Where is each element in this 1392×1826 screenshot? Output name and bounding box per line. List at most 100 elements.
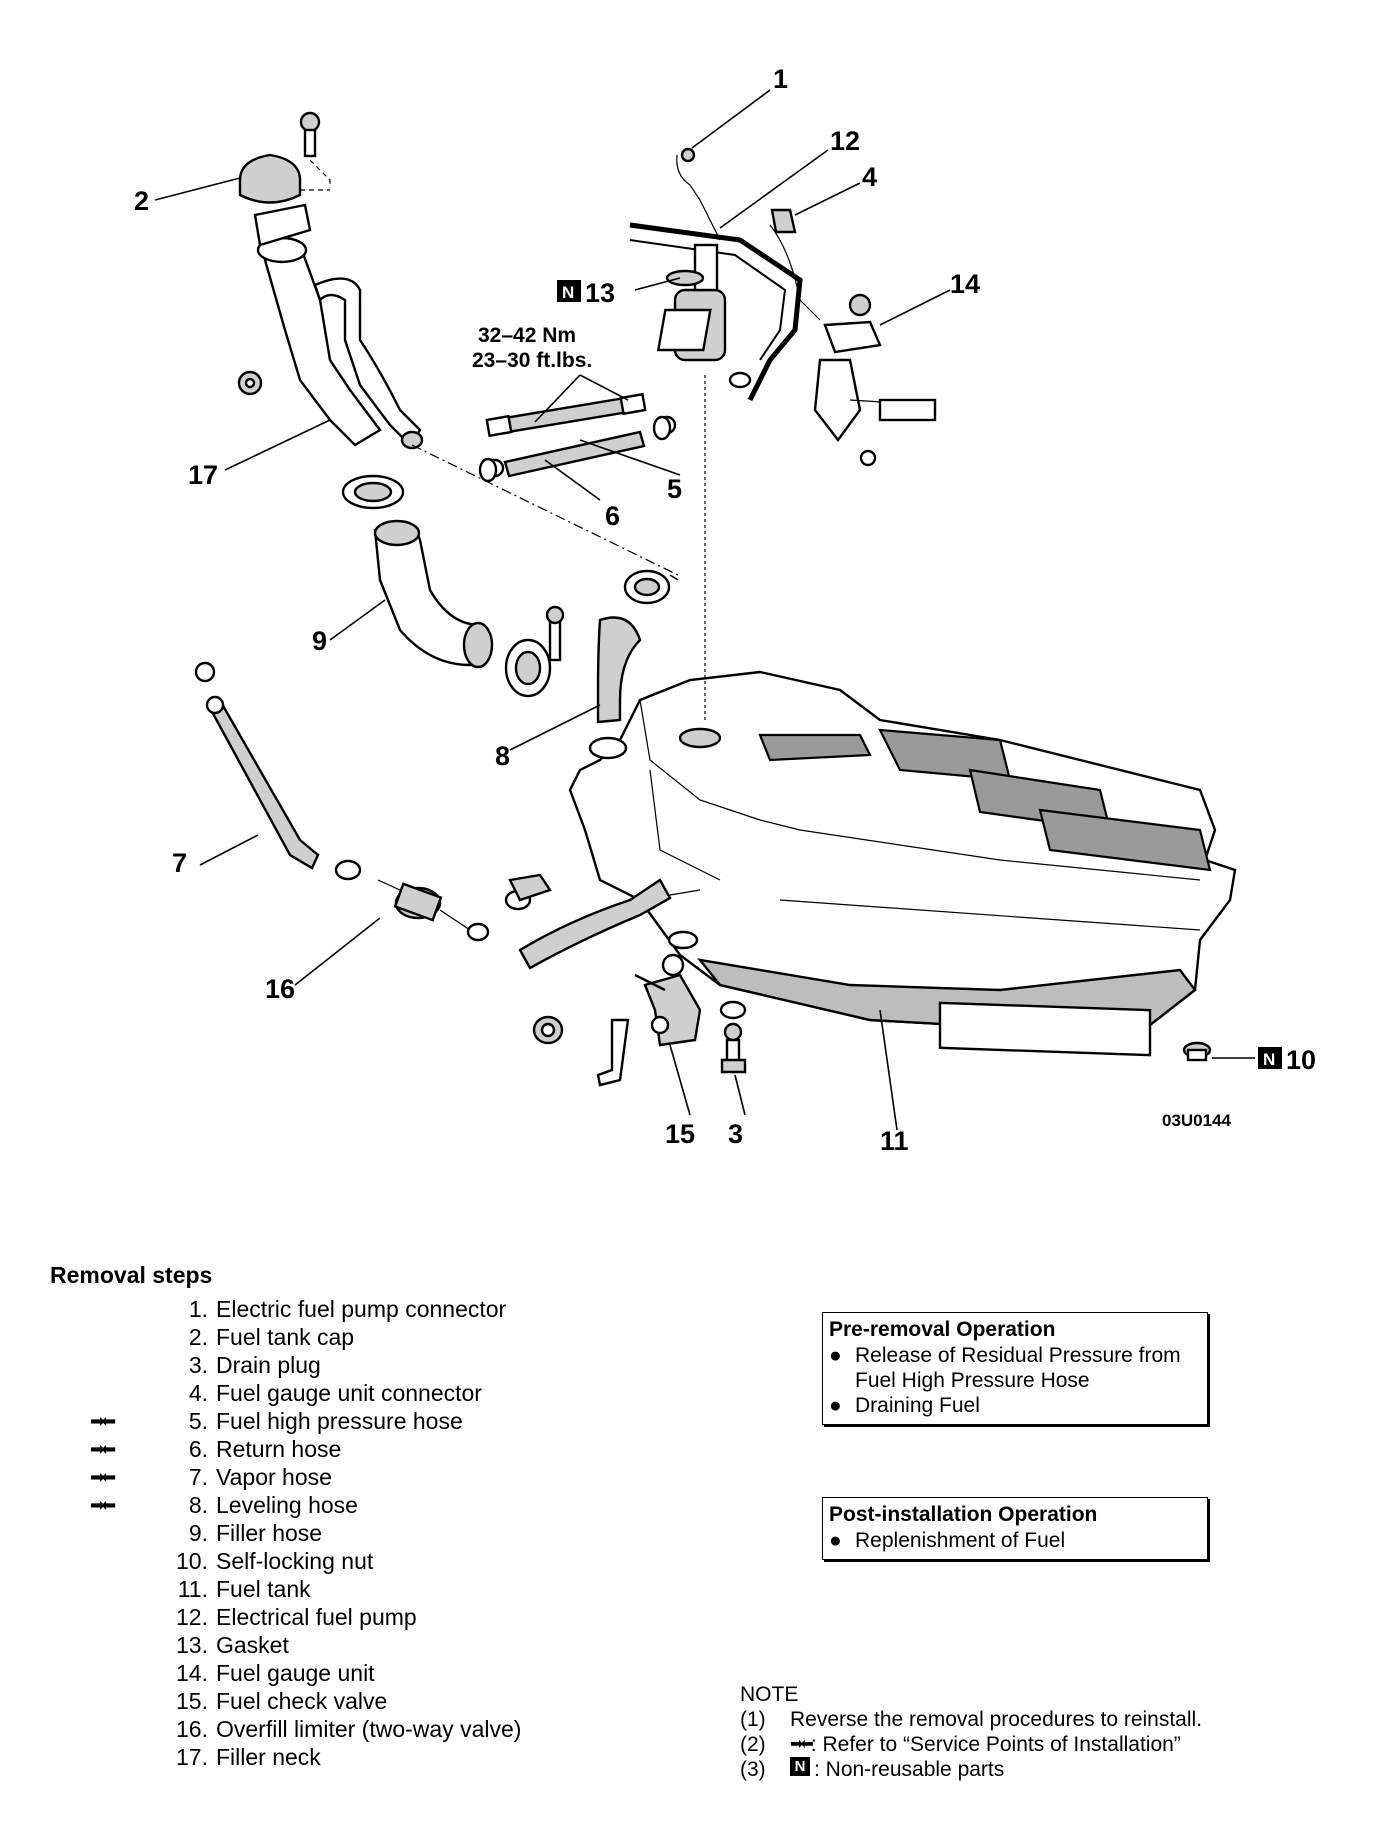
callout-17: 17 (188, 460, 218, 490)
callout-5: 5 (667, 474, 682, 504)
note-index: (2) (740, 1733, 766, 1756)
install-service-point-icon: ➡⬅ (90, 1467, 116, 1487)
callout-12: 12 (830, 126, 860, 156)
removal-step-number: 3. (188, 1352, 208, 1378)
callout-2: 2 (134, 186, 149, 216)
removal-step: 12.Electrical fuel pump (90, 1603, 521, 1631)
note-title: NOTE (740, 1683, 799, 1706)
nut-filler (237, 370, 263, 396)
removal-step: 1.Electric fuel pump connector (90, 1295, 521, 1323)
gasket (665, 269, 705, 287)
note-index: (1) (740, 1708, 766, 1731)
removal-step-label: Drain plug (216, 1352, 321, 1378)
fuel-gauge-unit (769, 208, 937, 467)
hose-clamp-return (478, 415, 672, 483)
exploded-fuel-system-diagram: 1 12 4 2 N 13 14 17 5 6 9 8 7 16 15 3 11… (134, 64, 1316, 1156)
overfill-limiter (377, 879, 490, 942)
removal-step-number: 11. (177, 1576, 208, 1602)
callout-4: 4 (862, 162, 877, 192)
note-line: (1) Reverse the removal procedures to re… (740, 1707, 1202, 1732)
filler-bolt (299, 111, 331, 191)
removal-step-label: Self-locking nut (216, 1548, 374, 1574)
removal-steps-title: Removal steps (50, 1262, 213, 1288)
fuel-tank-cap (238, 153, 302, 204)
removal-step: 14.Fuel gauge unit (90, 1659, 521, 1687)
callout-16: 16 (265, 974, 295, 1004)
pre-removal-item-text: Draining Fuel (855, 1394, 980, 1417)
fuel-tank (568, 670, 1237, 1057)
callout-6: 6 (605, 501, 620, 531)
callout-1: 1 (773, 64, 788, 94)
removal-step-number: 6. (188, 1436, 208, 1462)
leveling-hose (588, 569, 671, 760)
fuel-high-pressure-hose (485, 392, 647, 438)
nonreusable-badge-13: N (562, 283, 574, 302)
install-service-point-icon: ➡⬅ (90, 1411, 116, 1431)
removal-step: 17.Filler neck (90, 1743, 521, 1771)
removal-step: 9.Filler hose (90, 1519, 521, 1547)
post-installation-item-text: Replenishment of Fuel (855, 1529, 1066, 1552)
pre-removal-item-text: Release of Residual Pressure from Fuel H… (855, 1344, 1181, 1392)
torque-nm-label: 32–42 Nm (478, 324, 576, 347)
removal-step: 16.Overfill limiter (two-way valve) (90, 1715, 521, 1743)
removal-step-number: 17. (176, 1744, 208, 1770)
callout-15: 15 (665, 1119, 695, 1149)
install-service-point-icon: ➡⬅ (90, 1495, 116, 1515)
note-text: : Non-reusable parts (814, 1758, 1005, 1781)
removal-step: 10. Self-locking nut (90, 1547, 521, 1575)
pre-removal-operation-box: Pre-removal Operation ●Release of Residu… (822, 1312, 1208, 1425)
post-installation-operation-box: Post-installation Operation ●Replenishme… (822, 1497, 1208, 1560)
drain-plug (719, 1000, 747, 1074)
removal-step-label: Electric fuel pump connector (216, 1296, 507, 1322)
removal-step-number: 12. (176, 1604, 208, 1630)
callout-8: 8 (495, 741, 510, 771)
electrical-fuel-pump (629, 147, 803, 402)
removal-step: ➡⬅6.Return hose (90, 1435, 521, 1463)
removal-step-label: Overfill limiter (two-way valve) (216, 1716, 522, 1742)
removal-step-label: Fuel tank cap (216, 1324, 355, 1350)
removal-step-number: 15. (176, 1688, 208, 1714)
pre-removal-item: ●Draining Fuel (829, 1394, 980, 1417)
removal-step-number: 7. (188, 1464, 208, 1490)
rubber-mount (532, 1015, 564, 1045)
removal-step: 13.Gasket (90, 1631, 521, 1659)
vapor-hose (194, 661, 362, 881)
removal-step-number: 13. (176, 1632, 208, 1658)
removal-step-label: Fuel tank (216, 1576, 311, 1602)
callout-3: 3 (728, 1119, 743, 1149)
note-line: (3) N : Non-reusable parts (740, 1757, 1202, 1782)
filler-hose-clamp-bottom (504, 605, 565, 698)
removal-step-label: Vapor hose (216, 1464, 332, 1490)
removal-step-number: 10. (176, 1548, 208, 1574)
torque-ftlbs-label: 23–30 ft.lbs. (472, 349, 592, 372)
figure-code: 03U0144 (1162, 1111, 1232, 1130)
removal-step: 15.Fuel check valve (90, 1687, 521, 1715)
nonreusable-badge-10: N (1263, 1050, 1275, 1069)
removal-step: 3. Drain plug (90, 1351, 521, 1379)
removal-step-number: 5. (188, 1408, 208, 1434)
self-locking-nut (1182, 1041, 1212, 1062)
removal-step-label: Leveling hose (216, 1492, 358, 1518)
filler-neck (253, 203, 424, 450)
removal-step-number: 2. (188, 1324, 208, 1350)
removal-step-label: Fuel high pressure hose (216, 1408, 463, 1434)
pre-removal-item: ●Release of Residual Pressure from Fuel … (829, 1343, 1201, 1393)
callout-10-badge: N (1258, 1047, 1282, 1069)
callout-9: 9 (312, 626, 327, 656)
filler-hose (373, 519, 494, 669)
removal-step-label: Filler hose (216, 1520, 323, 1546)
removal-step: 4.Fuel gauge unit connector (90, 1379, 521, 1407)
filler-hose-clamp-top (341, 474, 405, 510)
pre-removal-title: Pre-removal Operation (829, 1318, 1056, 1341)
callout-10: 10 (1286, 1045, 1316, 1075)
callout-13: 13 (585, 278, 615, 308)
note-block: NOTE (1) Reverse the removal procedures … (740, 1682, 1202, 1782)
removal-step-label: Return hose (216, 1436, 342, 1462)
note-index: (3) (740, 1758, 766, 1781)
removal-step-label: Fuel gauge unit (216, 1660, 375, 1686)
nonreusable-icon: N (790, 1757, 810, 1776)
removal-step: 2. Fuel tank cap (90, 1323, 521, 1351)
removal-step: ➡⬅ 7. Vapor hose (90, 1463, 521, 1491)
note-text: : Refer to “Service Points of Installati… (810, 1733, 1181, 1756)
